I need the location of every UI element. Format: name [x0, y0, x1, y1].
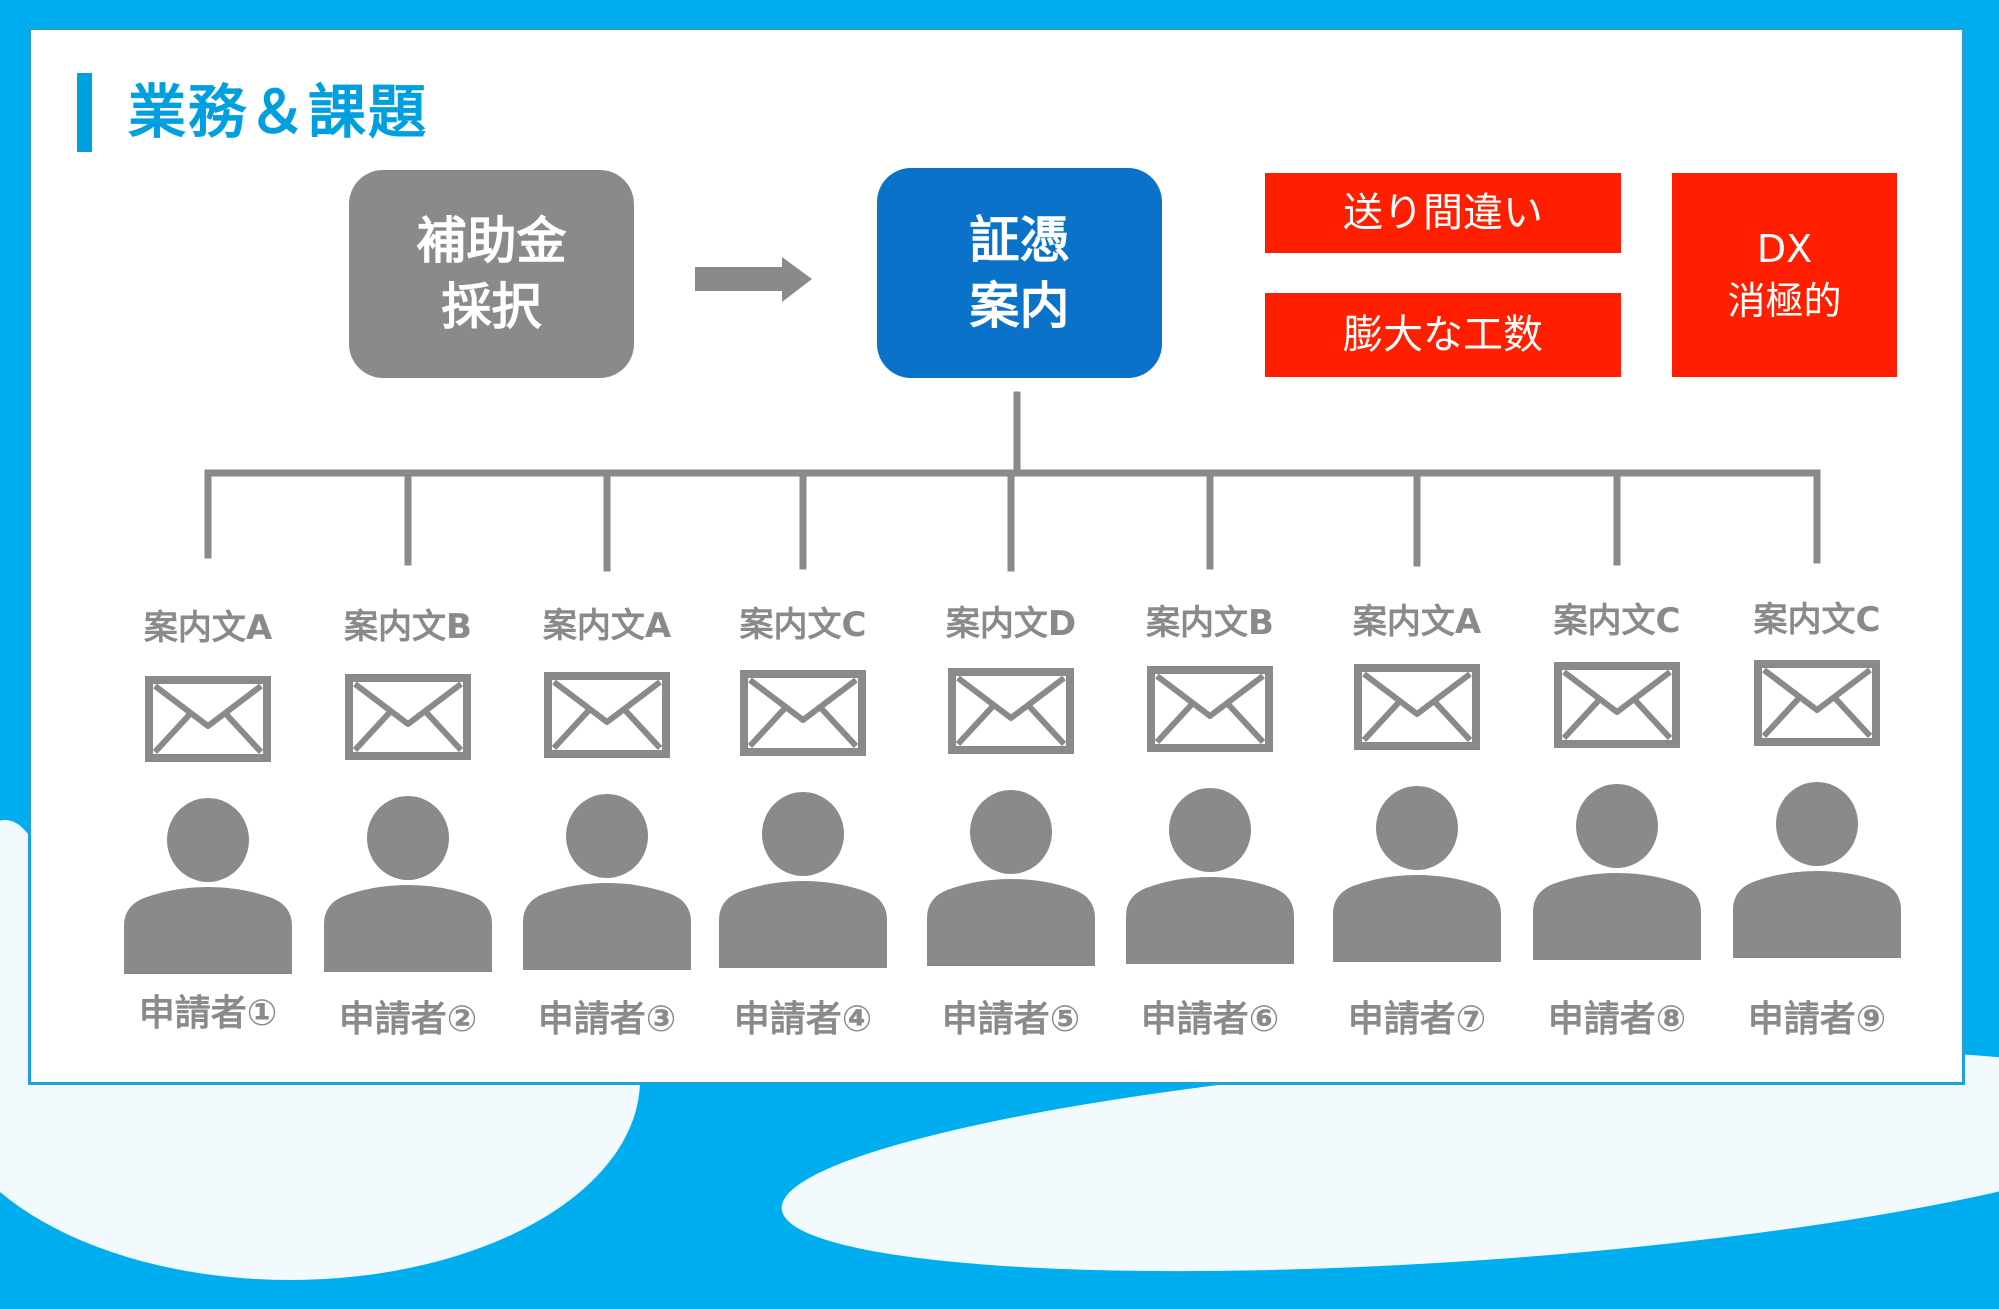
issue-badge-dx-reluctance: DX 消極的 [1672, 173, 1897, 377]
applicant-label: 申請者⑦ [1347, 999, 1487, 1040]
envelope-icon [1110, 666, 1310, 752]
person-icon [1110, 788, 1310, 964]
subsidy-adoption-node: 補助金 採択 [349, 170, 634, 378]
guidance-doc-label: 案内文A [143, 608, 273, 648]
envelope-icon [507, 672, 707, 758]
envelope-icon [308, 674, 508, 760]
applicant-label: 申請者① [138, 993, 278, 1034]
person-icon [1717, 782, 1917, 958]
guidance-doc-label: 案内文A [542, 606, 672, 646]
issue-badge-misdelivery: 送り間違い [1265, 173, 1621, 253]
guidance-doc-label: 案内文B [344, 607, 472, 647]
person-icon [1517, 784, 1717, 960]
issue-badge-workload: 膨大な工数 [1265, 293, 1621, 377]
guidance-doc-label: 案内文C [739, 605, 867, 645]
guidance-doc-label: 案内文C [1553, 601, 1681, 641]
slide-title: 業務＆課題 [128, 78, 429, 146]
guidance-doc-label: 案内文C [1753, 600, 1881, 640]
person-icon [911, 790, 1111, 966]
envelope-icon [703, 670, 903, 756]
person-icon [108, 798, 308, 974]
envelope-icon [1517, 662, 1717, 748]
applicant-label: 申請者③ [537, 999, 677, 1040]
applicant-label: 申請者⑤ [941, 999, 1081, 1040]
applicant-label: 申請者⑥ [1140, 999, 1280, 1040]
right-arrow-icon [695, 257, 812, 302]
guidance-doc-label: 案内文B [1146, 603, 1274, 643]
envelope-icon [108, 676, 308, 762]
voucher-guidance-node: 証憑 案内 [877, 168, 1162, 378]
person-icon [308, 796, 508, 972]
envelope-icon [911, 668, 1111, 754]
title-accent-bar [77, 73, 92, 152]
envelope-icon [1717, 660, 1917, 746]
distribution-tree [204, 391, 1821, 572]
envelope-icon [1317, 664, 1517, 750]
person-icon [1317, 786, 1517, 962]
person-icon [507, 794, 707, 970]
applicant-label: 申請者④ [733, 999, 873, 1040]
person-icon [703, 792, 903, 968]
guidance-doc-label: 案内文D [945, 604, 1077, 644]
applicant-label: 申請者② [338, 999, 478, 1040]
guidance-doc-label: 案内文A [1352, 602, 1482, 642]
flow-diagram-lines [204, 257, 1821, 572]
applicant-label: 申請者⑧ [1547, 999, 1687, 1040]
applicant-label: 申請者⑨ [1747, 999, 1887, 1040]
